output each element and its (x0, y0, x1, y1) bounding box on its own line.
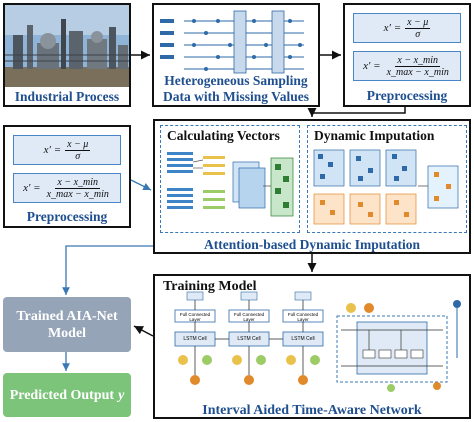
fc-layer-label-3: Full Connected Layer (287, 312, 319, 322)
sampling-box: Heterogeneous Sampling Data with Missing… (152, 3, 320, 107)
trained-model-box: Trained AIA-Net Model (3, 297, 131, 352)
lstm-cell-label-1: LSTM Cell (183, 336, 207, 342)
training-model-box: Training Model (153, 274, 471, 419)
attention-imputation-caption: Attention-based Dynamic Imputation (203, 237, 420, 252)
dynamic-imputation-title: Dynamic Imputation (314, 128, 435, 143)
predicted-output-box: Predicted Output y (3, 373, 131, 417)
sampling-caption-line2: Data with Missing Values (163, 89, 309, 104)
arrow-preproc-left-to-attention (130, 179, 152, 191)
trained-model-line2: Model (47, 325, 87, 341)
calculating-vectors-title: Calculating Vectors (167, 128, 280, 143)
industrial-process-box: Industrial Process (3, 3, 131, 107)
fc-layer-label-1: Full Connected Layer (179, 312, 211, 322)
predicted-output-var: y (118, 387, 125, 403)
industrial-process-caption: Industrial Process (14, 89, 120, 104)
predicted-output-label: Predicted Output (9, 387, 115, 403)
calculating-vectors-panel: Calculating Vectors (160, 125, 300, 233)
fc-layer-label-2: Full Connected Layer (233, 312, 265, 322)
training-network-caption: Interval Aided Time-Aware Network (202, 403, 422, 418)
attention-imputation-box: Calculating Vectors Dynamic Imputation (153, 119, 471, 254)
arrow-attention-to-trained (62, 245, 153, 295)
dynamic-imputation-diagram (313, 149, 459, 225)
trained-model-line1: Trained AIA-Net (16, 308, 118, 324)
preprocessing-left-caption: Preprocessing (26, 209, 108, 224)
lstm-cell-label-3: LSTM Cell (291, 336, 315, 342)
calculating-vectors-diagram (167, 152, 294, 217)
arrow-training-to-trained (133, 325, 154, 337)
industrial-plant-photo (5, 5, 129, 87)
training-model-title: Training Model (163, 279, 257, 294)
lstm-unrolled-diagram (174, 291, 324, 385)
lstm-cell-label-2: LSTM Cell (237, 336, 261, 342)
lstm-cell-detail-diagram (336, 300, 461, 392)
arrow-preproc-to-attention (307, 107, 406, 117)
sampling-caption-line1: Heterogeneous Sampling (164, 73, 308, 88)
dynamic-imputation-panel: Dynamic Imputation (307, 125, 467, 233)
sampling-matrix-diagram (160, 10, 304, 74)
preprocessing-top-caption: Preprocessing (366, 88, 448, 103)
